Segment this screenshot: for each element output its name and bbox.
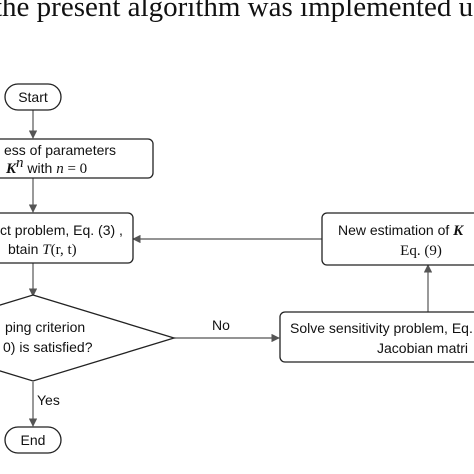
initial-guess-line2: Kn with n = 0: [5, 155, 87, 177]
direct-problem-box: [0, 212, 134, 264]
sensitivity-line1: Solve sensitivity problem, Eq.: [290, 320, 473, 336]
end-label: End: [21, 432, 46, 448]
with-text: with: [24, 160, 57, 176]
temperature-symbol: T: [42, 242, 52, 258]
header-text: the present algorithm was implemented us…: [0, 0, 474, 23]
new-estimation-line1: New estimation of K: [338, 222, 464, 239]
initial-guess-line1: ess of parameters: [4, 142, 116, 158]
decision-line1: ping criterion: [5, 319, 85, 335]
new-estimation-line2: Eq. (9): [400, 243, 442, 259]
start-node: [4, 83, 62, 111]
no-label: No: [212, 317, 230, 333]
temperature-args: (r, t): [51, 242, 77, 258]
start-label: Start: [18, 89, 48, 105]
sensitivity-problem-box: [279, 311, 474, 363]
decision-line2: 0) is satisfied?: [3, 339, 93, 355]
iteration-symbol: n: [56, 161, 64, 177]
yes-label: Yes: [37, 392, 60, 408]
sensitivity-line2: Jacobian matri: [377, 340, 468, 356]
new-estimation-text: New estimation of: [338, 222, 453, 238]
direct-problem-line2: btain T(r, t): [8, 241, 77, 258]
obtain-text: btain: [8, 241, 42, 257]
iteration-zero: = 0: [64, 161, 87, 177]
parameter-symbol: K: [5, 161, 17, 177]
iteration-superscript: n: [16, 155, 24, 171]
new-estimation-box: [321, 212, 474, 266]
end-node: [4, 426, 62, 454]
estimation-symbol: K: [452, 223, 464, 239]
direct-problem-line1: ct problem, Eq. (3) ,: [0, 222, 123, 238]
initial-guess-box: [0, 138, 154, 179]
stopping-criterion-diamond: [0, 294, 177, 382]
